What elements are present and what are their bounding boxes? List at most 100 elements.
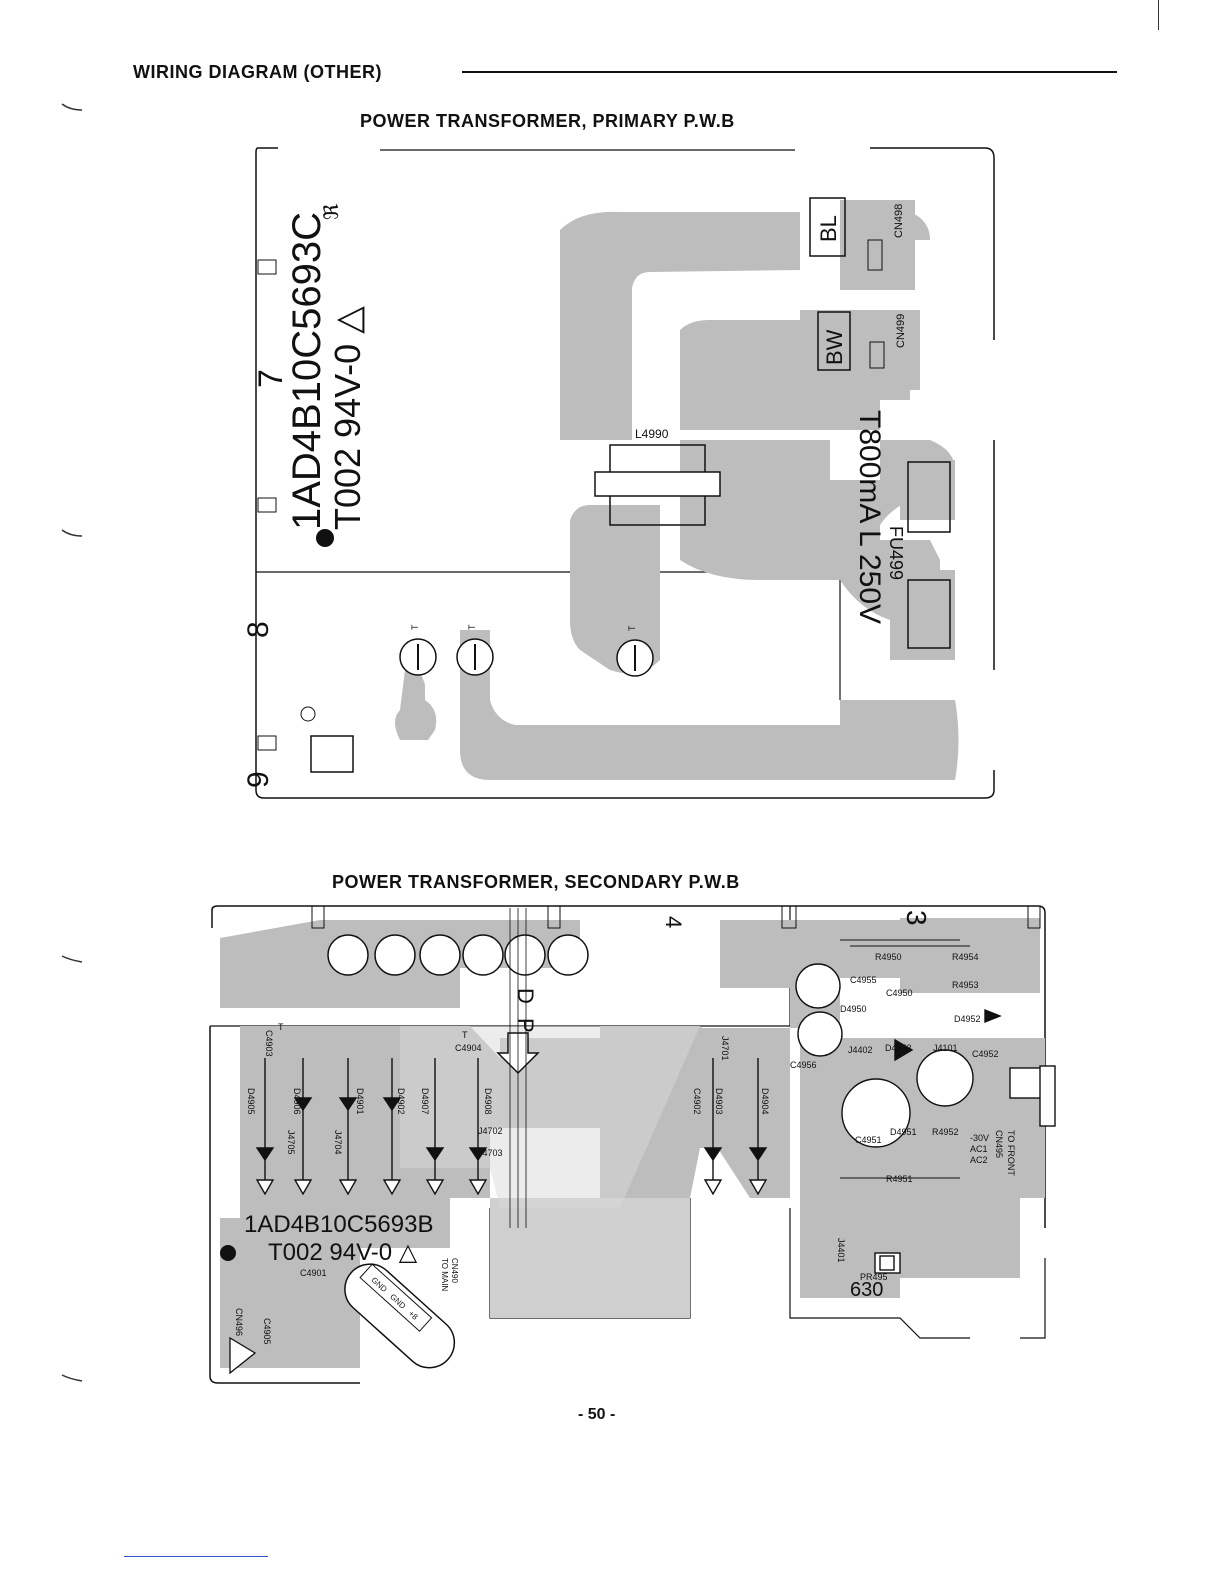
cap-polarity-t1: T [410, 624, 420, 630]
label-d4901: D4901 [355, 1088, 365, 1115]
recycle-mark-icon-secondary [220, 1245, 236, 1261]
cap-c4903-polarity: T [278, 1022, 284, 1032]
label-d4950: D4950 [840, 1004, 867, 1014]
label-c4950: C4950 [886, 988, 913, 998]
label-c4902: C4902 [692, 1088, 702, 1115]
primary-board-line2: T002 94V-0 △ [327, 306, 368, 530]
label-c4956: C4956 [790, 1060, 817, 1070]
secondary-diodes [255, 1058, 768, 1196]
label-j4401: J4401 [836, 1238, 846, 1263]
secondary-outline-top [211, 905, 1046, 1228]
label-r4950: R4950 [875, 952, 902, 962]
label-d4907: D4907 [420, 1088, 430, 1115]
secondary-board-code: 1AD4B10C5693B [244, 1211, 433, 1238]
label-d4902: D4902 [396, 1088, 406, 1115]
label-d4952: D4952 [954, 1014, 981, 1024]
label-v30: -30V [970, 1133, 989, 1143]
primary-pad-square-3 [257, 735, 277, 751]
label-c4901: C4901 [300, 1268, 327, 1278]
secondary-pad-4 [1027, 905, 1041, 929]
primary-pad-square-2 [257, 497, 277, 513]
fuse-holder-2 [907, 579, 951, 649]
label-j4702: J4702 [478, 1126, 503, 1136]
label-r4953: R4953 [952, 980, 979, 990]
secondary-number-three: 3 [901, 910, 932, 926]
label-r4952: R4952 [932, 1127, 959, 1137]
secondary-letter-d: D [513, 988, 538, 1004]
label-bw: BW [822, 329, 847, 365]
primary-number-eight: 8 [242, 621, 275, 638]
triangle-mark-icon [229, 1336, 257, 1375]
label-to-main: TO MAIN [440, 1258, 449, 1291]
label-l4990: L4990 [635, 427, 669, 441]
primary-board-code: 1AD4B10C5693C [285, 212, 329, 530]
label-cn496: CN496 [234, 1308, 244, 1336]
primary-pad-square-4 [310, 735, 354, 773]
primary-hole [300, 706, 316, 722]
label-ac1: AC1 [970, 1144, 988, 1154]
label-d4951: D4951 [890, 1127, 917, 1137]
inductor-l4990-core [594, 471, 721, 497]
right-margin-mark [1158, 0, 1159, 30]
fuse-holder-1 [907, 461, 951, 533]
label-to-front: TO FRONT [1006, 1130, 1016, 1176]
label-c4955: C4955 [850, 975, 877, 985]
secondary-component-labels: R4950 R4954 R4953 C4955 C4950 D4950 D495… [234, 952, 1016, 1345]
label-bl: BL [816, 215, 841, 242]
label-pr495: PR495 [860, 1272, 888, 1282]
bw-label-box [817, 311, 851, 371]
fuse-rating-text: T800mA L 250V [853, 410, 886, 624]
label-cn498: CN498 [893, 204, 905, 238]
label-c4951: C4951 [855, 1135, 882, 1145]
secondary-board-diagram: 3 4 D P R4950 R4954 R4953 C4955 C4950 D4 [209, 905, 1056, 1384]
secondary-pad-3 [781, 905, 797, 929]
secondary-outline-left [209, 1026, 360, 1384]
secondary-resistor-lines [840, 939, 970, 1179]
label-d4908: D4908 [483, 1088, 493, 1115]
primary-pad-square-1 [257, 259, 277, 275]
label-d4953: D4953 [885, 1043, 912, 1053]
label-j4101: J4101 [933, 1043, 958, 1053]
header-rule [462, 71, 1117, 73]
label-ac2: AC2 [970, 1155, 988, 1165]
secondary-top-capacitors [327, 934, 589, 976]
secondary-lower-edge-3 [1020, 1258, 1046, 1339]
label-cn490: CN490 [450, 1258, 459, 1283]
page-header-title: WIRING DIAGRAM (OTHER) [133, 62, 382, 82]
recycle-mark-icon [316, 529, 334, 547]
primary-copper-traces [395, 200, 959, 780]
label-j4701: J4701 [720, 1036, 730, 1061]
label-c4952: C4952 [972, 1049, 999, 1059]
secondary-letter-p: P [513, 1018, 538, 1033]
primary-number-seven: 7 [252, 369, 290, 388]
secondary-board-line2: T002 94V-0 △ [268, 1239, 418, 1266]
margin-marks [61, 103, 83, 1382]
label-cn495: CN495 [994, 1130, 1004, 1158]
cn490-connector: GND GND +8 [344, 1263, 456, 1369]
label-630: 630 [850, 1279, 883, 1301]
primary-number-nine: 9 [242, 771, 275, 788]
label-d4905: D4905 [246, 1088, 256, 1115]
cap-c4904-polarity: T [462, 1030, 468, 1040]
label-fu499: FU499 [886, 526, 906, 580]
primary-divider [256, 571, 841, 700]
secondary-lower-edge-2 [789, 1208, 970, 1339]
primary-board-diagram: 1AD4B10C5693C T002 94V-0 △ 7 8 9 ℜ L4990… [242, 147, 995, 799]
label-j4703: J4703 [478, 1148, 503, 1158]
label-d4906: D4906 [292, 1088, 302, 1115]
label-c4904: C4904 [455, 1043, 482, 1053]
secondary-board-title: POWER TRANSFORMER, SECONDARY P.W.B [332, 872, 740, 892]
primary-outline [255, 147, 995, 799]
cap-polarity-t2: T [467, 624, 477, 630]
label-d4903: D4903 [714, 1088, 724, 1115]
ul-mark-icon: ℜ [321, 203, 343, 220]
label-j4705: J4705 [286, 1130, 296, 1155]
secondary-shading [300, 1026, 700, 1208]
secondary-pad-1 [311, 905, 325, 929]
bl-label-box [809, 197, 846, 257]
cn499-connector [869, 341, 885, 369]
cn498-connector [867, 239, 883, 271]
label-c4905: C4905 [262, 1318, 272, 1345]
jumper-lines [509, 908, 527, 1228]
page-number: - 50 - [578, 1406, 616, 1423]
